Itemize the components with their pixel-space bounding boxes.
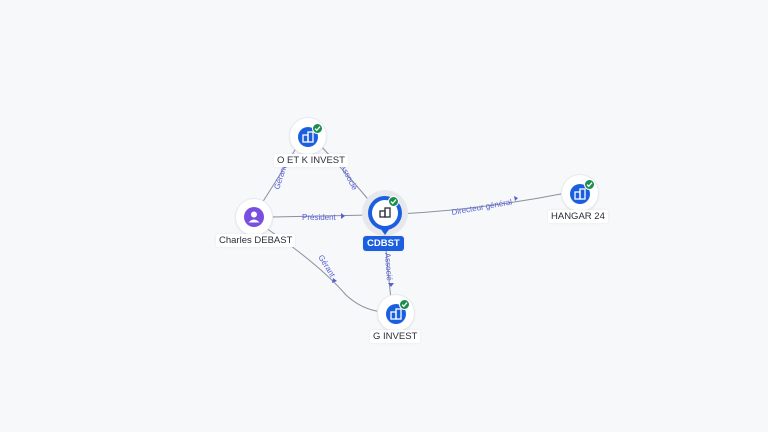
check-badge-icon: [312, 123, 323, 134]
building-icon: [570, 184, 590, 204]
edge-label-president: Président: [302, 213, 337, 222]
node-label-ginvest: G INVEST: [370, 330, 421, 343]
edge-directeur: [397, 192, 567, 215]
edge-label-associe-top: Associé: [338, 163, 359, 192]
check-badge-icon: [399, 299, 410, 310]
edge-president: [271, 214, 371, 218]
node-label-hangar: HANGAR 24: [548, 210, 608, 223]
edge-arrow-directeur: [514, 196, 518, 201]
node-label-charles: Charles DEBAST: [216, 234, 296, 247]
edge-label-directeur: Directeur général: [451, 197, 513, 217]
check-badge-icon: [388, 196, 399, 207]
edge-arrow-associe-bottom: [388, 283, 394, 287]
edge-associe-bottom: [385, 249, 392, 301]
edge-label-associe-bottom: Associé: [383, 253, 394, 282]
edge-arrow-president: [341, 213, 345, 219]
node-label-oetk: O ET K INVEST: [274, 154, 348, 167]
check-badge-icon: [584, 179, 595, 190]
edge-label-gerant-top: Gérant: [272, 164, 288, 191]
node-label-cdbst: CDBST: [363, 236, 404, 251]
pin-tip: [380, 228, 390, 235]
edge-gerant-top: [261, 144, 299, 204]
edge-arrow-gerant-bottom: [332, 278, 337, 283]
person-icon: [244, 207, 264, 227]
